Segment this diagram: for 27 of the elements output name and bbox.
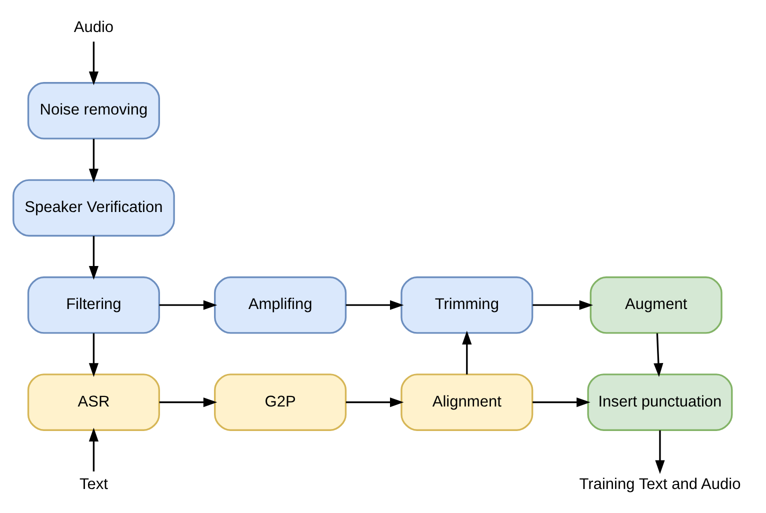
node-box: Amplifing [214, 276, 347, 334]
arrow [159, 397, 218, 408]
arrow [654, 333, 664, 377]
node-text: Training Text and Audio [579, 476, 741, 494]
arrow [346, 397, 404, 408]
node-box: Noise removing [27, 82, 160, 140]
node-text: Audio [74, 18, 114, 36]
arrow [88, 428, 99, 472]
node-box: Augment [590, 276, 722, 334]
arrow [532, 300, 594, 310]
node-box: Insert punctuation [587, 374, 733, 431]
node-box: ASR [27, 374, 160, 431]
arrow [655, 430, 665, 474]
node-box: Alignment [400, 374, 534, 431]
arrow [462, 330, 472, 374]
node-text: Text [79, 476, 108, 494]
node-box: Trimming [400, 276, 534, 334]
arrow [532, 397, 590, 408]
node-box: G2P [214, 374, 347, 431]
arrow [88, 138, 99, 183]
node-box: Speaker Verification [12, 179, 175, 237]
arrow [88, 42, 99, 86]
arrow [346, 300, 404, 310]
node-box: Filtering [27, 276, 160, 334]
arrow [159, 300, 218, 310]
arrow [88, 236, 99, 280]
arrow [88, 333, 99, 377]
